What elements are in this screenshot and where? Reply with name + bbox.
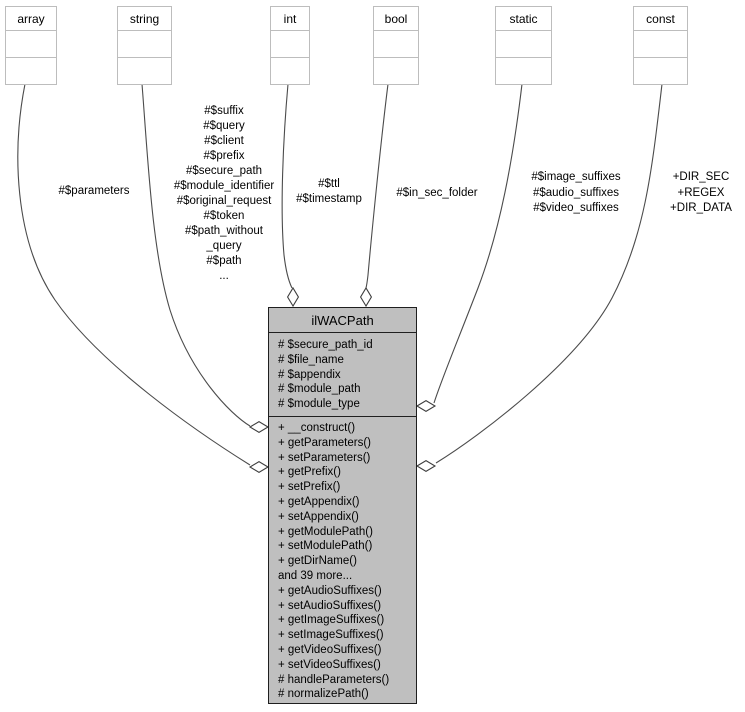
method-item: + getDirName()	[278, 555, 357, 568]
empty-compartment	[634, 58, 687, 84]
type-node-label: static	[496, 7, 551, 31]
edge-const-to-class	[435, 83, 663, 464]
class-attributes-compartment: # $secure_path_id # $file_name # $append…	[269, 333, 416, 417]
method-item: + getAudioSuffixes()	[278, 584, 382, 597]
empty-compartment	[374, 31, 418, 58]
method-item: + setParameters()	[278, 451, 371, 464]
edge-label-in-sec-folder: #$in_sec_folder	[396, 187, 478, 199]
attribute-item: # $appendix	[278, 368, 341, 381]
aggregation-diamond-const	[415, 459, 437, 473]
method-item-more: and 39 more...	[278, 569, 353, 582]
empty-compartment	[496, 31, 551, 58]
edge-bool-to-class	[365, 83, 389, 289]
method-item: + getVideoSuffixes()	[278, 643, 382, 656]
type-node-bool[interactable]: bool	[373, 6, 419, 85]
edge-array-to-class	[17, 83, 251, 466]
type-node-label: array	[6, 7, 56, 31]
edge-label-int-members: #$ttl #$timestamp	[296, 178, 362, 205]
method-item: + getModulePath()	[278, 525, 373, 538]
empty-compartment	[271, 31, 309, 58]
empty-compartment	[118, 58, 171, 84]
edge-label-const-members: +DIR_SEC +REGEX +DIR_DATA	[670, 171, 732, 214]
method-item: + setPrefix()	[278, 481, 341, 494]
aggregation-diamond-array	[248, 460, 270, 474]
type-node-label: string	[118, 7, 171, 31]
method-item: # handleParameters()	[278, 673, 390, 686]
empty-compartment	[6, 58, 56, 84]
attribute-item: # $module_path	[278, 383, 361, 396]
class-node-ilwacpath[interactable]: ilWACPath # $secure_path_id # $file_name…	[268, 307, 417, 704]
empty-compartment	[634, 31, 687, 58]
type-node-int[interactable]: int	[270, 6, 310, 85]
method-item: + setAudioSuffixes()	[278, 599, 382, 612]
empty-compartment	[118, 31, 171, 58]
method-item: # normalizePath()	[278, 688, 369, 701]
aggregation-diamond-static	[415, 399, 437, 413]
method-item: + setImageSuffixes()	[278, 629, 384, 642]
type-node-label: bool	[374, 7, 418, 31]
edge-string-to-class	[141, 83, 251, 427]
method-item: + getPrefix()	[278, 466, 341, 479]
type-node-array[interactable]: array	[5, 6, 57, 85]
attribute-item: # $module_type	[278, 398, 360, 411]
method-item: + setVideoSuffixes()	[278, 658, 381, 671]
attribute-item: # $secure_path_id	[278, 339, 373, 351]
method-item: + setModulePath()	[278, 540, 373, 553]
edge-label-parameters: #$parameters	[58, 185, 130, 197]
edge-label-string-members: #$suffix #$query #$client #$prefix #$sec…	[173, 105, 275, 282]
empty-compartment	[6, 31, 56, 58]
type-node-label: int	[271, 7, 309, 31]
aggregation-diamond-bool	[359, 286, 373, 308]
class-title: ilWACPath	[269, 308, 416, 333]
method-item: + getParameters()	[278, 436, 371, 449]
type-node-string[interactable]: string	[117, 6, 172, 85]
aggregation-diamond-int	[286, 286, 300, 308]
empty-compartment	[271, 58, 309, 84]
empty-compartment	[496, 58, 551, 84]
edge-int-to-class	[281, 83, 293, 289]
method-item: + getImageSuffixes()	[278, 614, 385, 627]
type-node-static[interactable]: static	[495, 6, 552, 85]
type-node-const[interactable]: const	[633, 6, 688, 85]
edge-label-static-members: #$image_suffixes #$audio_suffixes #$vide…	[531, 171, 621, 214]
method-item: + __construct()	[278, 422, 356, 434]
attribute-item: # $file_name	[278, 353, 344, 366]
method-item: + getAppendix()	[278, 495, 360, 508]
edge-static-to-class	[433, 83, 523, 404]
empty-compartment	[374, 58, 418, 84]
method-item: + setAppendix()	[278, 510, 359, 523]
aggregation-diamond-string	[248, 420, 270, 434]
type-node-label: const	[634, 7, 687, 31]
class-methods-compartment: + __construct() + getParameters() + setP…	[269, 417, 416, 702]
